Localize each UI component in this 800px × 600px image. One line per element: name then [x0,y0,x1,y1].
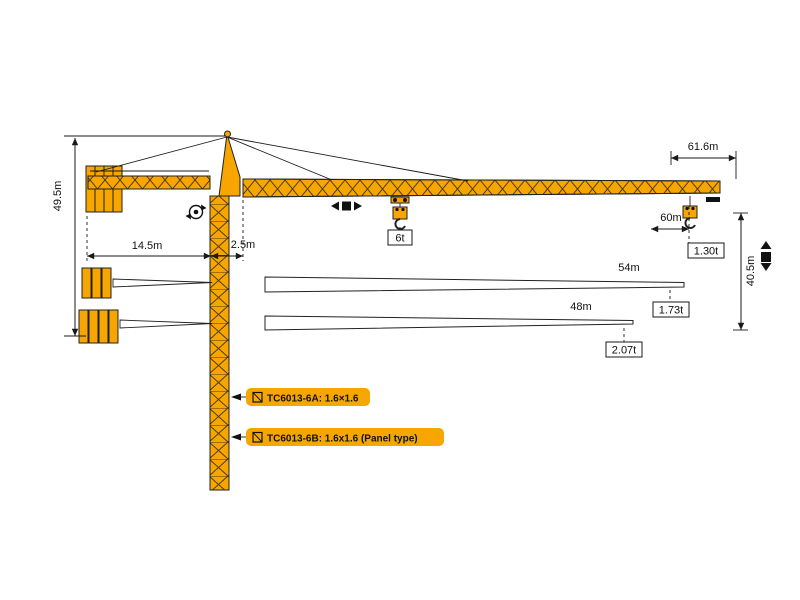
hoist-icon [760,241,772,271]
model-label-a: TC6013-6A: 1.6×1.6 [231,391,359,405]
mast-section-icon-a [252,391,263,403]
mid-hook [394,218,406,230]
model-a-text: TC6013-6A: 1.6×1.6 [267,394,359,405]
mid-hook-block [392,206,408,220]
dim-counter-jib-radius: 14.5m [86,216,211,261]
lattice-overlays [87,175,721,491]
dim-height-under-hook-label: 40.5m [745,256,757,287]
load-label-tip-61m: 1.30t [687,242,725,259]
alt-jib-48-label: 48m [570,301,591,313]
pointer-arrow-b [231,433,241,441]
load-mid-value: 6t [395,233,404,245]
alt-jib-54m: 54m 1.73t [264,262,690,318]
tie-bars [90,136,469,182]
dim-counter-jib-label: 14.5m [132,240,163,252]
model-a-box [246,388,370,406]
dim-height-total-label: 49.5m [52,181,64,212]
tip-trolley [706,197,720,202]
tip-hook [684,217,696,229]
pointer-arrow-a [231,393,241,401]
alt-jib-48m: 48m 2.07t [264,301,643,358]
load-tip-54-value: 1.73t [659,305,683,317]
tip-hook-assembly [684,196,720,229]
alt-counter-jib-wedges [112,278,213,329]
tip-hook-block [682,205,698,219]
counterweight-alt-48 [78,309,119,344]
model-label-b: TC6013-6B: 1.6x1.6 (Panel type) [231,431,418,445]
dim-jib-radius-max: 61.6m [670,141,737,179]
counterweight-alt-54 [81,267,112,299]
dim-hook-radius-tip: 60m [651,206,690,243]
dim-height-total: 49.5m [52,135,226,337]
dim-height-under-hook: 40.5m [733,212,757,331]
load-tip-48-value: 2.07t [612,345,636,357]
dim-hook-radius-label: 60m [660,212,681,224]
model-b-text: TC6013-6B: 1.6x1.6 (Panel type) [267,434,418,445]
mid-hook-assembly [393,198,407,230]
alt-jib-54-label: 54m [618,262,639,274]
model-b-box [246,428,444,446]
slewing-icon [185,204,207,220]
trolley-travel-icon [331,201,362,211]
load-tip-61-value: 1.30t [694,246,718,258]
load-label-mid: 6t [387,229,413,246]
tower-apex [218,133,241,197]
dim-jib-radius-label: 61.6m [688,141,719,153]
dim-rear-offset: 2.5m [211,200,255,261]
mast-section-icon-b [252,431,263,443]
